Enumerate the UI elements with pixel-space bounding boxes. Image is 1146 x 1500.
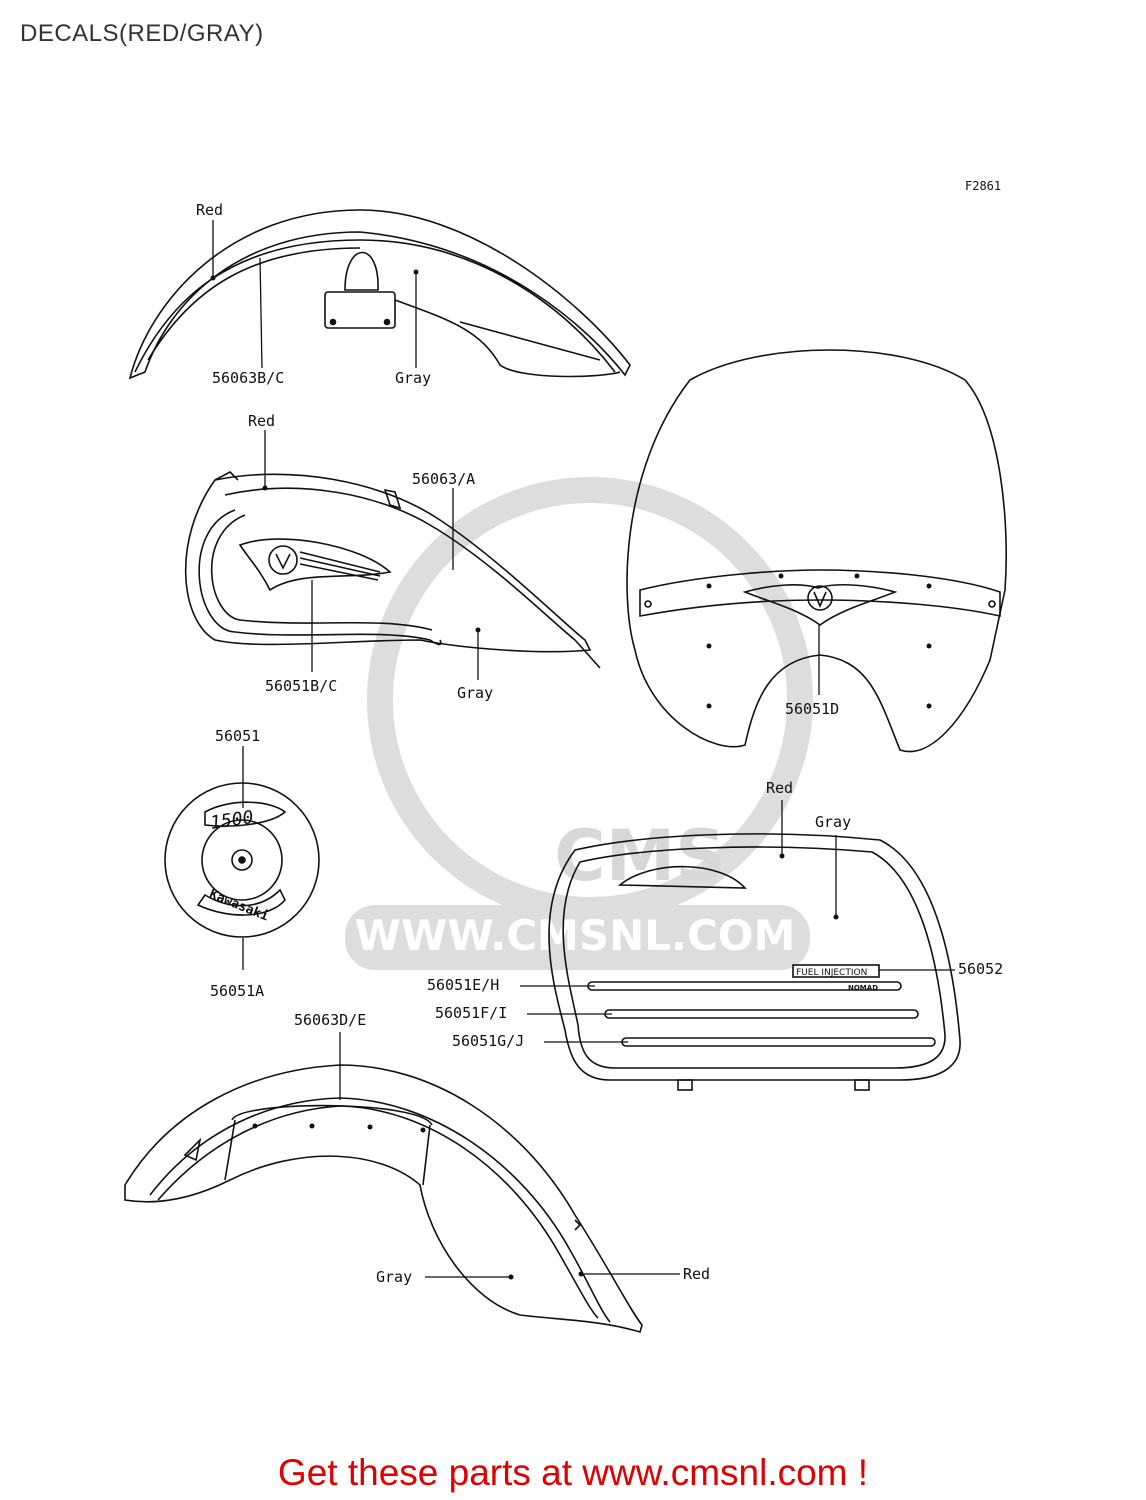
cover-brand-emblem: Kawasaki — [207, 887, 271, 924]
windshield-part-label: 56051D — [785, 700, 839, 718]
rear-fender-gray-label: Gray — [395, 369, 431, 387]
cover-number-emblem: 1500 — [209, 807, 255, 834]
bag-stripe1-part-label: 56051E/H — [427, 976, 499, 994]
cover-part-top-label: 56051 — [215, 727, 260, 745]
bag-stripe2-part-label: 56051F/I — [435, 1004, 507, 1022]
tank-red-label: Red — [248, 412, 275, 430]
bag-emblem-text: FUEL INJECTION — [796, 968, 867, 978]
fuel-tank-drawing — [184, 471, 601, 669]
watermark-banner — [345, 905, 810, 970]
rear-fender-part-label: 56063B/C — [212, 369, 284, 387]
rear-fender-red-label: Red — [196, 201, 223, 219]
bag-gray-label: Gray — [815, 813, 851, 831]
tank-stripe-part-label: 56063/A — [412, 470, 475, 488]
bag-emblem-part-label: 56052 — [958, 960, 1003, 978]
bag-stripe3-part-label: 56051G/J — [452, 1032, 524, 1050]
bag-emblem-sub: NOMAD — [848, 984, 878, 992]
front-fender-red-label: Red — [683, 1265, 710, 1283]
footer-cta: Get these parts at www.cmsnl.com ! — [0, 1452, 1146, 1494]
front-fender-drawing — [124, 1064, 643, 1333]
cover-part-bottom-label: 56051A — [210, 982, 264, 1000]
rear-fender-drawing — [128, 209, 631, 380]
tank-emblem-part-label: 56051B/C — [265, 677, 337, 695]
bag-red-label: Red — [766, 779, 793, 797]
footer-link[interactable]: Get these parts at www.cmsnl.com ! — [277, 1452, 869, 1493]
windshield-drawing — [626, 349, 1007, 753]
watermark: WWW.CMSNL.COM CMS — [345, 477, 813, 970]
tank-gray-label: Gray — [457, 684, 493, 702]
cover-drawing — [164, 782, 320, 938]
figure-id: F2861 — [965, 179, 1001, 193]
watermark-logo: CMS — [554, 815, 725, 897]
page-title: DECALS(RED/GRAY) — [20, 20, 264, 47]
front-fender-gray-label: Gray — [376, 1268, 412, 1286]
front-fender-part-label: 56063D/E — [294, 1011, 366, 1029]
watermark-url: WWW.CMSNL.COM — [355, 911, 796, 960]
